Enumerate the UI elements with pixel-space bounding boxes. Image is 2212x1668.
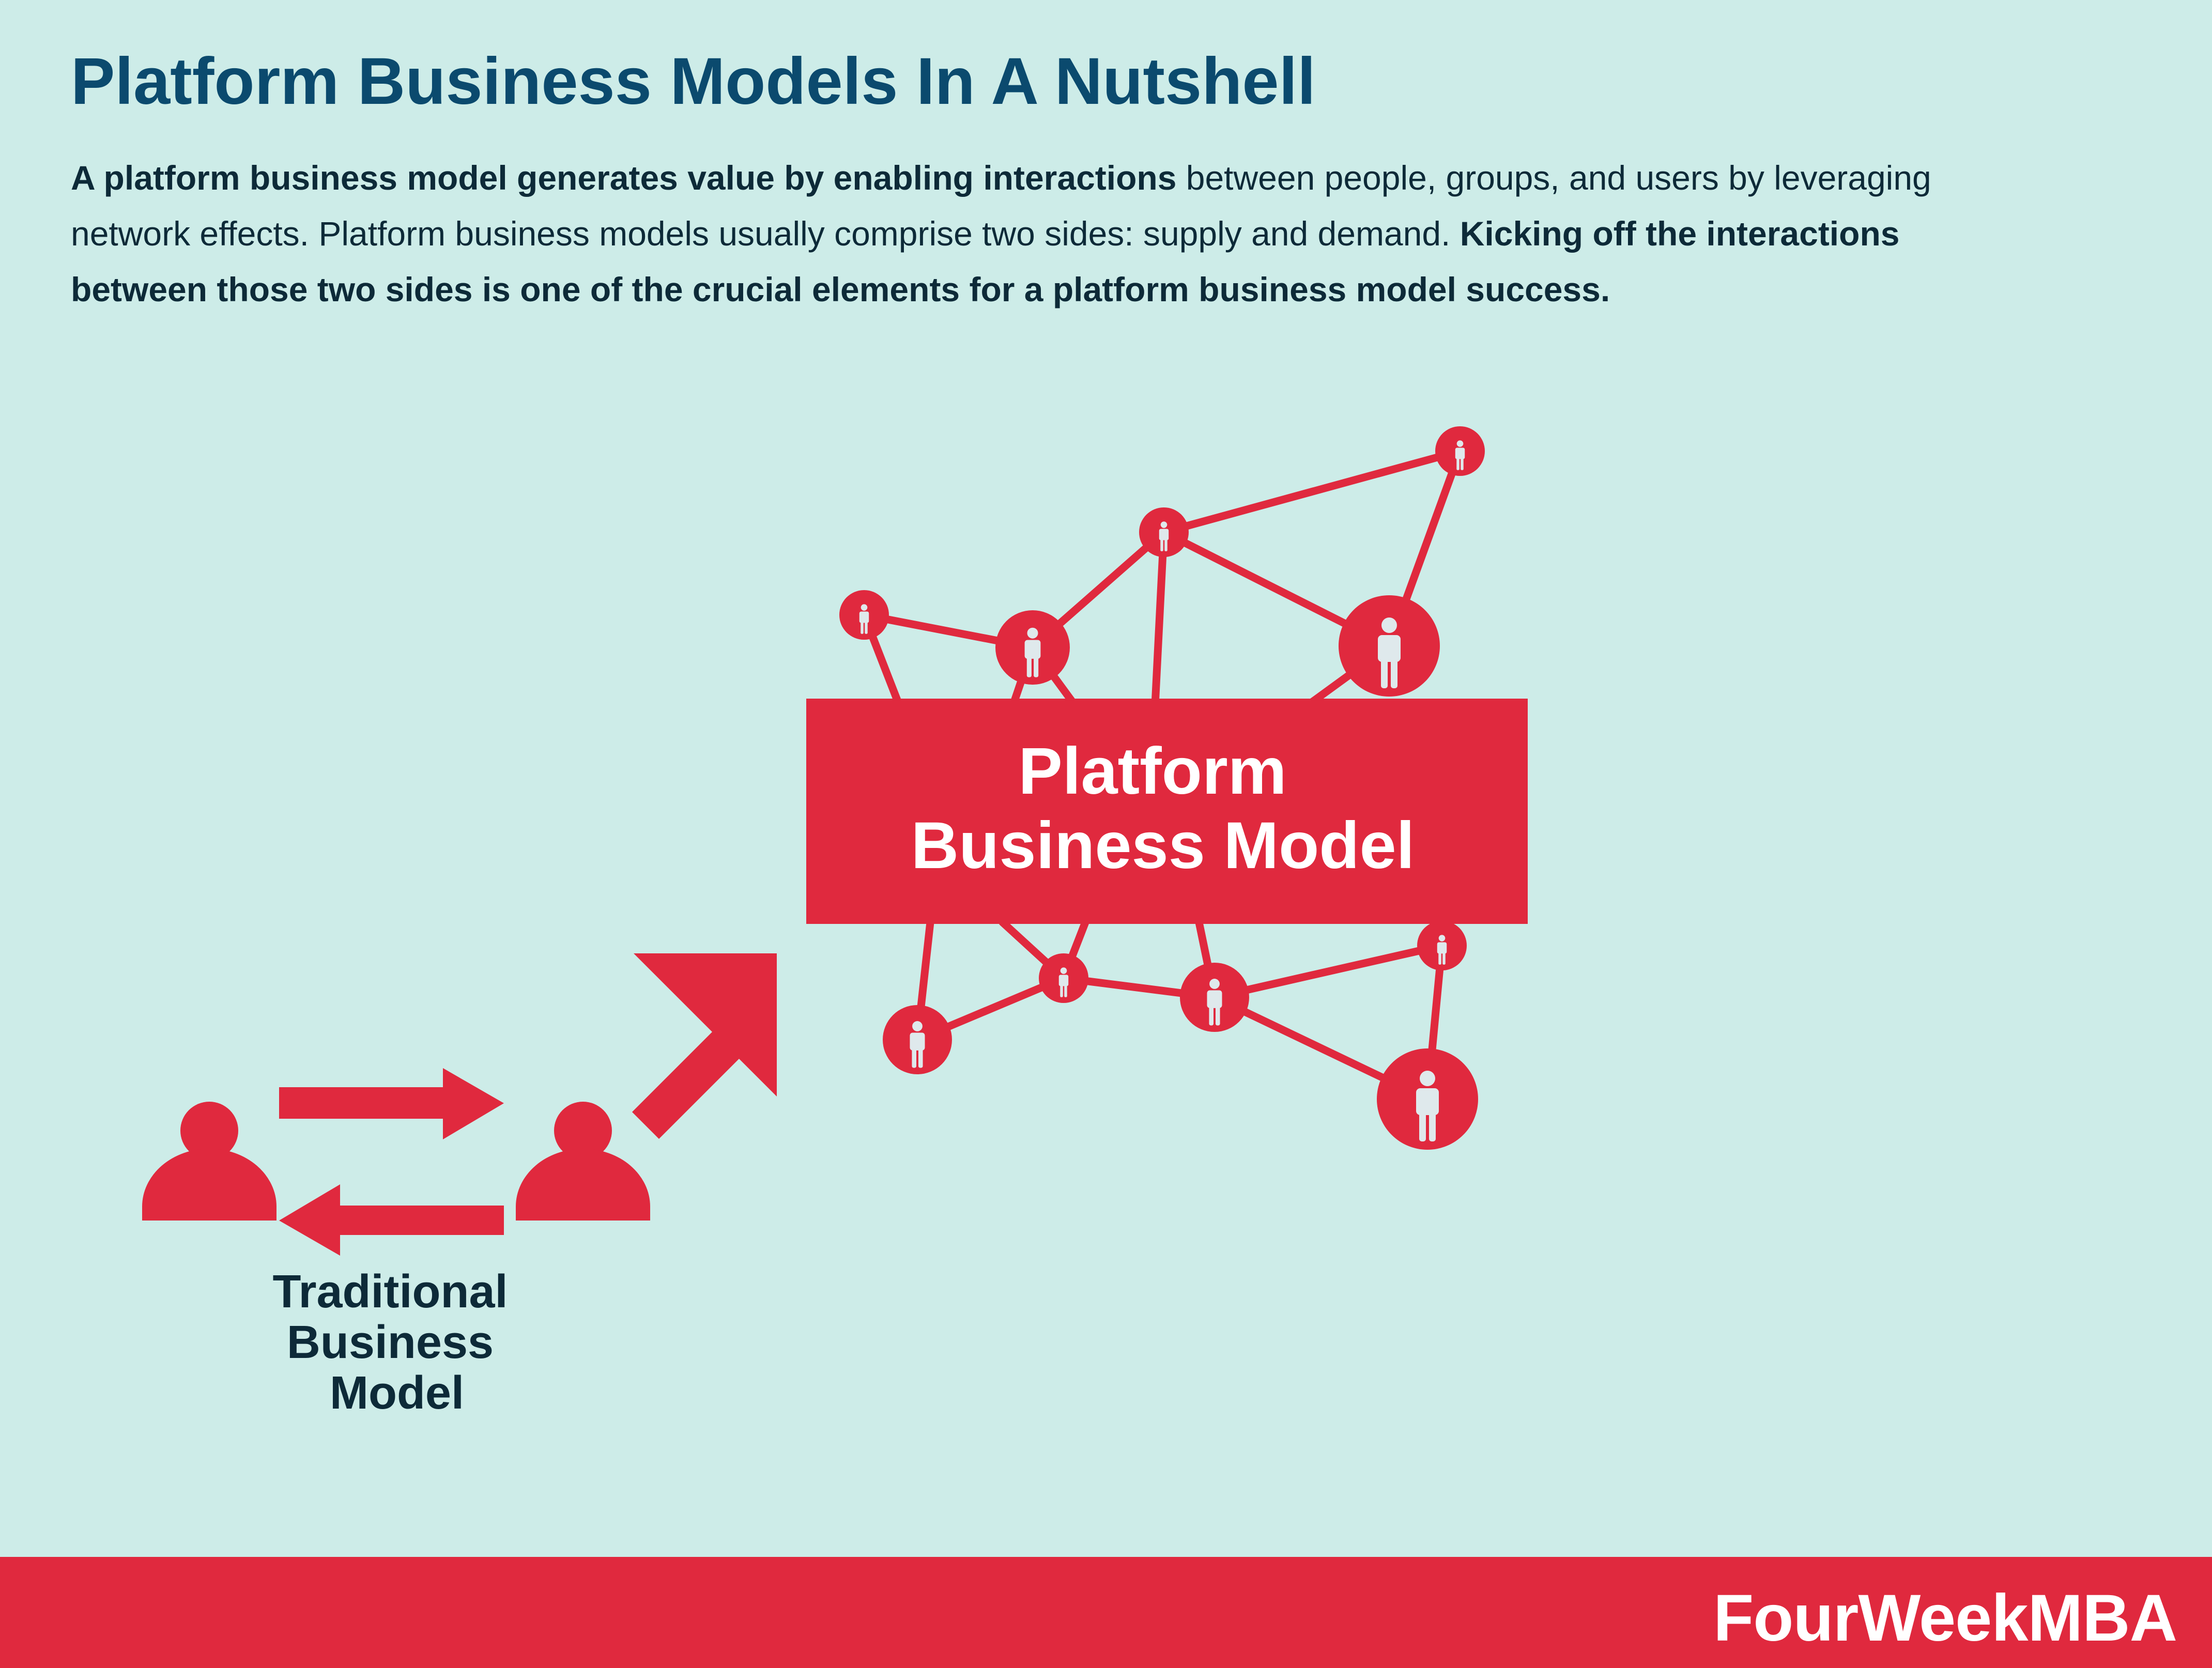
page-title: Platform Business Models In A Nutshell [71, 44, 1316, 118]
footer-bar: FourWeekMBA [0, 1557, 2212, 1668]
person-node [1039, 953, 1088, 1003]
network-nodes [839, 426, 1485, 1150]
platform-label-line1: Platform [1018, 734, 1286, 808]
person-node [1180, 963, 1249, 1032]
person-icon [142, 1102, 276, 1221]
network-link [1210, 941, 1446, 1001]
traditional-label-line1: Traditional [272, 1266, 508, 1318]
network-link [1151, 528, 1168, 709]
person-icon [516, 1102, 650, 1221]
arrow-right-icon [279, 1068, 504, 1139]
intro-regular: between people, groups, and users by lev… [71, 159, 1931, 253]
person-node [995, 610, 1070, 685]
network-link [1160, 447, 1464, 536]
person-node [839, 590, 889, 640]
intro-bold-1: A platform business model generates valu… [71, 159, 1177, 197]
arrow-left-icon [279, 1184, 504, 1256]
person-node [1417, 921, 1467, 970]
brand-logo: FourWeekMBA [1713, 1581, 2177, 1655]
platform-vs-traditional-diagram: Platform Business Model Traditional Busi… [142, 426, 1528, 1419]
arrow-diagonal-icon [632, 953, 777, 1139]
traditional-label-line2: Business [287, 1317, 494, 1368]
intro-paragraph: A platform business model generates valu… [71, 150, 1983, 317]
platform-business-model-box: Platform Business Model [806, 699, 1528, 924]
person-node [1377, 1048, 1478, 1150]
person-node [1139, 507, 1189, 557]
intro-bold-2: Kicking off the interactions between tho… [71, 214, 1900, 308]
platform-label-line2: Business Model [911, 809, 1415, 883]
traditional-label-line3: Model [330, 1367, 464, 1419]
person-node [883, 1005, 952, 1074]
person-node [1435, 426, 1485, 476]
person-node [1339, 595, 1440, 697]
traditional-business-model: Traditional Business Model [142, 1068, 650, 1419]
